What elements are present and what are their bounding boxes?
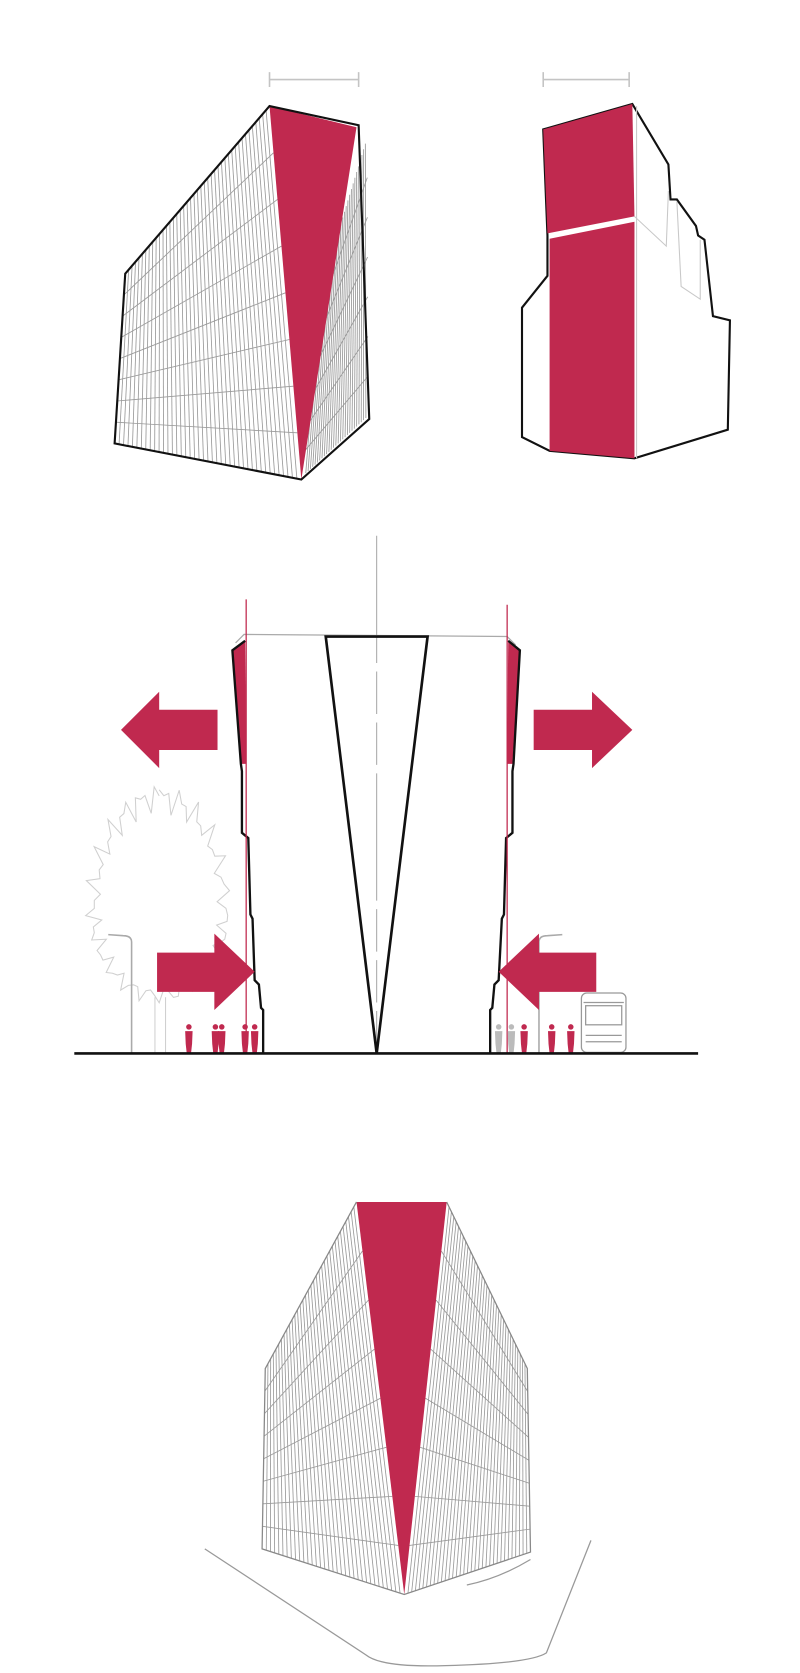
facade-mullion: [330, 228, 340, 450]
floor-line: [420, 1446, 530, 1484]
facade-mullion: [344, 194, 351, 438]
tree-crown: [84, 785, 231, 1005]
floor-line: [305, 375, 369, 451]
floor-line: [264, 1250, 363, 1392]
red-wedge-face: [356, 1201, 447, 1595]
red-face-lower: [549, 221, 635, 459]
street-lamp-left: [108, 933, 133, 1054]
building-perspective-right: [520, 102, 732, 460]
floor-line: [409, 1528, 531, 1546]
street-curb: [204, 1540, 592, 1667]
floor-line: [435, 1299, 529, 1415]
pedestrian: [218, 1024, 226, 1054]
building-left-face: [114, 106, 302, 480]
floor-line: [119, 292, 286, 359]
arrow-left-icon: [498, 933, 597, 1010]
pedestrian: [250, 1024, 259, 1054]
floor-line: [262, 1525, 399, 1546]
facade-mullion: [351, 177, 356, 431]
facade-profile-left: [231, 639, 265, 1054]
floor-line: [311, 256, 368, 374]
floor-line: [262, 1495, 393, 1505]
facade-mullion: [335, 217, 344, 446]
facade-mullion: [333, 223, 342, 448]
facade-mullion: [353, 172, 358, 429]
floor-line: [263, 1397, 381, 1460]
facade-mullion: [326, 240, 337, 455]
facade-mullion: [340, 206, 347, 442]
pedestrian: [507, 1024, 516, 1054]
red-face-upper: [543, 103, 635, 234]
floor-line: [115, 421, 298, 434]
pedestrian: [211, 1024, 220, 1054]
arrow-left-icon: [120, 691, 218, 769]
facade-mullion: [346, 189, 352, 435]
pedestrian: [547, 1024, 556, 1054]
floor-line: [122, 199, 278, 317]
pedestrian: [241, 1024, 249, 1054]
floor-line: [117, 385, 294, 402]
floor-line: [263, 1348, 375, 1437]
red-sliver-right: [507, 640, 520, 764]
red-wedge-face: [269, 106, 357, 480]
facade-mullion: [342, 200, 349, 440]
tree: [84, 785, 231, 1054]
floor-line: [263, 1446, 387, 1482]
building-outline: [113, 104, 371, 481]
floor-line: [425, 1397, 530, 1461]
street-curb-inner: [466, 1558, 531, 1586]
pedestrian: [494, 1024, 503, 1054]
floor-line: [118, 339, 290, 381]
building-perspective-left: [113, 104, 371, 481]
pedestrians: [185, 1024, 575, 1054]
arrow-right-icon: [157, 933, 255, 1010]
facade-mullion: [356, 166, 359, 427]
floor-line: [414, 1495, 530, 1507]
scale-bar-left: [268, 72, 360, 87]
building-street-view: [204, 1201, 592, 1667]
red-sliver-left: [232, 640, 247, 764]
inner-wedge: [324, 635, 430, 1054]
floor-line: [307, 336, 369, 425]
pedestrian: [185, 1024, 193, 1054]
bus: [580, 992, 627, 1054]
facade-mullion: [328, 234, 338, 452]
facade-mullion: [349, 183, 354, 433]
floor-line: [309, 296, 369, 400]
facade-mullion: [337, 211, 345, 444]
scale-bar-right: [542, 72, 630, 87]
arrow-right-icon: [533, 691, 633, 769]
pedestrian: [567, 1024, 575, 1054]
facade-outline: [261, 1201, 532, 1596]
floor-line: [123, 152, 274, 296]
facade-profile-right: [489, 639, 522, 1054]
floor-line: [430, 1348, 529, 1438]
floor-line: [441, 1250, 529, 1392]
floor-line: [121, 245, 282, 338]
street-lamp-right: [538, 933, 563, 1054]
pedestrian: [520, 1024, 528, 1054]
floor-line: [264, 1299, 369, 1414]
facade-mullion: [358, 160, 361, 425]
section-elevation: [74, 535, 699, 1055]
